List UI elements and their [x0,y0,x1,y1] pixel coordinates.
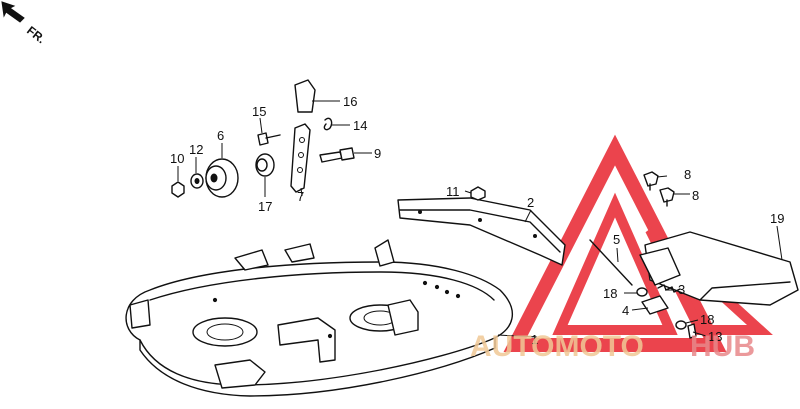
pulley [205,158,239,198]
callout-19: 19 [770,211,784,226]
bracket [294,79,316,113]
mower-deck-housing [125,239,513,397]
watermark-text-main: AUTOMOTO [470,330,644,363]
bolt-8a [643,171,659,191]
orientation-label: FR. [24,23,48,46]
callout-17: 17 [258,199,272,214]
watermark-text-accent: HUB [690,330,755,363]
deflector-guard [397,197,566,266]
callout-8b: 8 [692,188,699,203]
callout-7: 7 [297,189,304,204]
spacer [255,153,275,177]
front-direction-arrow-icon: FR. [1,1,48,46]
callout-4: 4 [622,303,629,318]
callout-18a: 18 [603,286,617,301]
washer [190,173,204,189]
callout-11: 11 [446,184,460,199]
nut-11 [470,186,486,201]
bolt [319,147,355,163]
callout-12: 12 [189,142,203,157]
callout-10: 10 [170,151,184,166]
callout-15: 15 [252,104,266,119]
callout-6: 6 [217,128,224,143]
leader-lines [177,100,783,338]
bolt-8b [659,187,675,207]
callout-5: 5 [613,232,620,247]
chute-hinge-parts [589,239,697,339]
callout-labels: 1 2 3 4 5 6 7 8 8 9 10 11 12 13 14 15 16… [170,94,784,347]
callout-18b: 18 [700,312,714,327]
callout-8a: 8 [684,167,691,182]
nut [171,181,185,198]
watermark-text: AUTOMOTO HUB [470,330,755,363]
tensioner-arm [290,123,311,193]
callout-9: 9 [374,146,381,161]
callout-2: 2 [527,195,534,210]
callout-16: 16 [343,94,357,109]
clip [323,117,333,131]
pin [257,132,281,146]
callout-1: 1 [531,332,538,347]
callout-3: 3 [678,282,685,297]
callout-14: 14 [353,118,367,133]
callout-13: 13 [708,329,722,344]
